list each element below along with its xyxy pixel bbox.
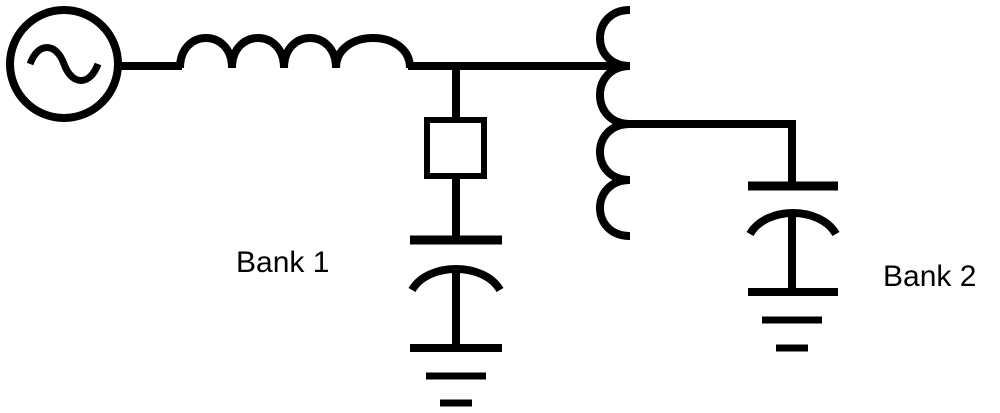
ac-source-icon: [6, 6, 122, 122]
ground-symbol: [410, 344, 502, 407]
series-inductor-coil: [176, 34, 414, 69]
bank2-label: Bank 2: [883, 260, 976, 293]
bank2-capacitor: [746, 181, 840, 290]
bank2-ground-symbol: [748, 288, 838, 352]
bank1-branch: [408, 66, 504, 407]
bank1-capacitor: [408, 235, 504, 346]
bank2-branch: [622, 120, 840, 352]
ac-source-sine-wave: [26, 44, 102, 84]
breaker-switch: [424, 117, 487, 179]
bank1-label: Bank 1: [236, 246, 329, 279]
